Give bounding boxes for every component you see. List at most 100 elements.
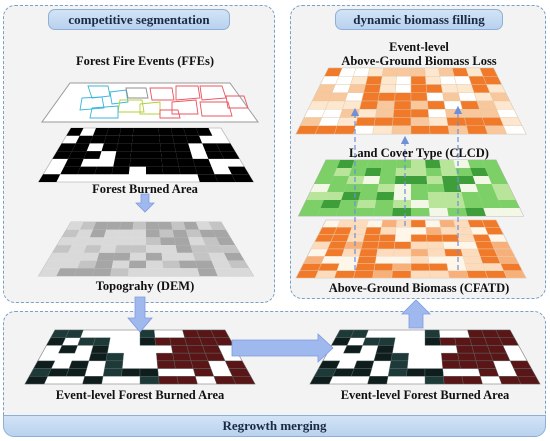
grid-cell [325,100,346,110]
grid-cell [428,200,448,208]
grid-cell [473,352,494,362]
grid-cell [146,245,162,253]
grid-cell [216,143,235,152]
grid-cell [378,234,396,242]
grid-cell [454,76,472,85]
grid-cell [208,222,226,230]
grid-cell [427,109,447,118]
grid-cell [190,360,212,369]
grid-cell [439,219,456,228]
competitive-segmentation-header: competitive segmentation [48,9,230,30]
grid-cell [453,219,471,228]
grid-cell [457,352,477,362]
grid-cell [146,268,164,276]
grid-cell [131,237,146,246]
grid-cell [332,368,355,377]
grid-cell [391,270,412,279]
grid-cell [295,125,319,135]
grid-cell [466,125,488,135]
grid-cell [411,176,428,184]
grid-cell [353,360,375,369]
grid-cell [223,252,245,261]
grid-cell [411,184,428,192]
grid-cell [77,260,97,269]
grid-cell [231,268,254,276]
grid-cell [192,158,212,167]
grid-cell [162,260,181,269]
grid-cell [183,128,200,136]
grid-cell [478,192,499,200]
grid-cell [425,160,441,168]
grid-cell [331,337,351,346]
grid-cell [172,135,189,144]
grid-cell [121,368,141,377]
grid-cell [102,368,123,377]
grid-cell [392,117,412,126]
grid-cell [327,241,348,250]
grid-cell [353,270,375,279]
grid-cell [68,245,87,253]
grid-cell [356,200,377,208]
grid-cell [131,143,146,152]
grid-cell [426,176,444,184]
grid-cell [314,125,338,135]
grid-cell [410,100,429,110]
grid-cell [320,200,342,208]
grid-cell [362,234,381,242]
grid-cell [64,252,84,261]
grid-cell [175,245,193,253]
event-level-burned-area-left-label: Event-level Forest Burned Area [55,388,225,402]
grid-cell [86,237,104,246]
grid-cell [453,160,471,168]
grid-cell [461,192,481,200]
grid-cell [425,84,443,93]
grid-cell [392,200,411,208]
event-level-burned-area-right-layer [309,329,541,385]
grid-cell [114,245,132,253]
grid-cell [186,345,206,354]
grid-cell [393,100,412,110]
grid-cell [65,368,88,377]
grid-cell [214,268,236,276]
grid-cell [498,200,520,208]
grid-cell [111,166,130,175]
grid-cell [68,360,90,369]
grid-cell [162,166,181,175]
grid-cell [299,117,323,126]
grid-cell [82,376,104,385]
grid-cell [158,376,179,385]
grid-cell [482,76,502,85]
grid-cell [464,117,486,126]
grid-cell [216,237,235,246]
grid-cell [442,92,461,102]
grid-cell [116,237,132,246]
grid-cell [213,376,237,385]
grid-cell [374,200,394,208]
grid-cell [365,76,383,85]
grid-cell [64,158,84,167]
grid-cell [106,128,121,136]
grid-cell [396,160,411,168]
grid-cell [438,67,455,77]
grid-cell [373,352,393,362]
biomass-loss-layer [295,67,527,135]
grid-cell [477,368,500,377]
grid-cell [303,256,325,264]
grid-cell [139,329,156,338]
grid-cell [174,143,191,152]
grid-cell [146,222,160,230]
grid-cell [130,245,146,253]
grid-cell [410,241,428,250]
grid-cell [130,151,146,159]
grid-cell [330,176,350,184]
grid-cell [310,241,332,250]
grid-cell [47,252,69,261]
grid-cell [394,241,412,250]
grid-cell [202,345,222,354]
grid-cell [132,222,146,230]
grid-cell [391,125,412,135]
grid-cell [80,252,100,261]
grid-cell [146,229,161,238]
grid-cell [214,174,236,182]
grid-cell [410,84,427,93]
